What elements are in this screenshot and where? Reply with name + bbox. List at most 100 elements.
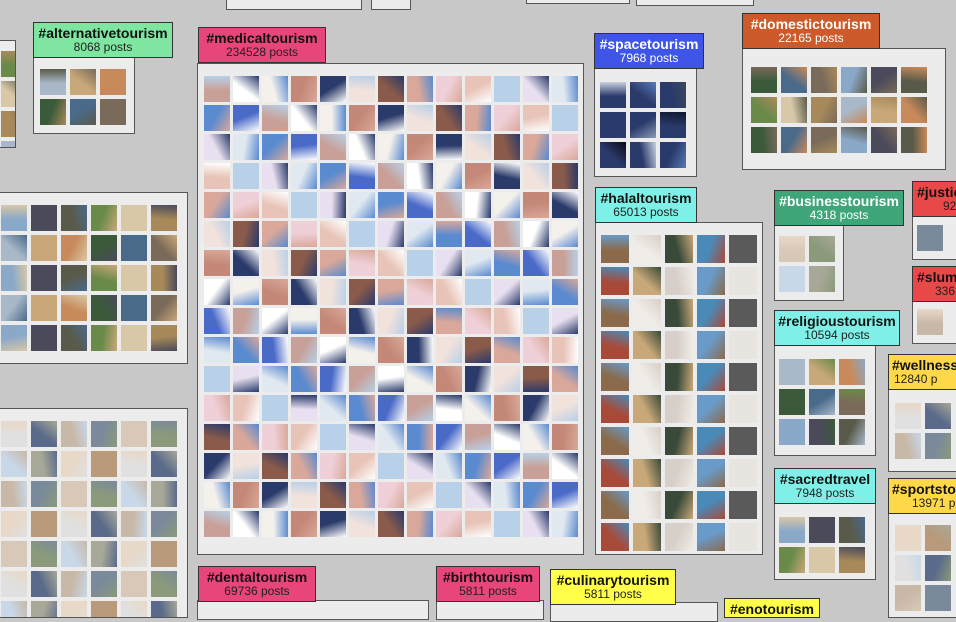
- post-thumbnail[interactable]: [729, 523, 757, 551]
- post-thumbnail[interactable]: [552, 221, 578, 247]
- post-thumbnail[interactable]: [204, 308, 230, 334]
- post-thumbnail[interactable]: [697, 491, 725, 519]
- cluster-panel-alternativetourism[interactable]: [33, 56, 135, 134]
- post-thumbnail[interactable]: [378, 250, 404, 276]
- post-thumbnail[interactable]: [779, 547, 805, 573]
- post-thumbnail[interactable]: [233, 76, 259, 102]
- post-thumbnail[interactable]: [61, 481, 87, 507]
- post-thumbnail[interactable]: [31, 265, 57, 291]
- post-thumbnail[interactable]: [697, 459, 725, 487]
- post-thumbnail[interactable]: [601, 267, 629, 295]
- post-thumbnail[interactable]: [349, 279, 375, 305]
- post-thumbnail[interactable]: [204, 163, 230, 189]
- post-thumbnail[interactable]: [61, 511, 87, 537]
- post-thumbnail[interactable]: [233, 424, 259, 450]
- post-thumbnail[interactable]: [839, 419, 865, 445]
- post-thumbnail[interactable]: [523, 192, 549, 218]
- post-thumbnail[interactable]: [697, 427, 725, 455]
- post-thumbnail[interactable]: [779, 517, 805, 543]
- post-thumbnail[interactable]: [407, 105, 433, 131]
- post-thumbnail[interactable]: [291, 482, 317, 508]
- post-thumbnail[interactable]: [901, 97, 927, 123]
- post-thumbnail[interactable]: [407, 76, 433, 102]
- post-thumbnail[interactable]: [204, 366, 230, 392]
- post-thumbnail[interactable]: [378, 134, 404, 160]
- post-thumbnail[interactable]: [233, 308, 259, 334]
- post-thumbnail[interactable]: [320, 395, 346, 421]
- post-thumbnail[interactable]: [40, 69, 66, 95]
- post-thumbnail[interactable]: [630, 142, 656, 168]
- post-thumbnail[interactable]: [601, 363, 629, 391]
- post-thumbnail[interactable]: [349, 337, 375, 363]
- post-thumbnail[interactable]: [100, 69, 126, 95]
- post-thumbnail[interactable]: [925, 525, 951, 551]
- post-thumbnail[interactable]: [121, 295, 147, 321]
- post-thumbnail[interactable]: [349, 76, 375, 102]
- post-thumbnail[interactable]: [31, 295, 57, 321]
- post-thumbnail[interactable]: [523, 453, 549, 479]
- post-thumbnail[interactable]: [1, 111, 15, 137]
- post-thumbnail[interactable]: [407, 337, 433, 363]
- post-thumbnail[interactable]: [523, 308, 549, 334]
- post-thumbnail[interactable]: [809, 389, 835, 415]
- post-thumbnail[interactable]: [262, 395, 288, 421]
- post-thumbnail[interactable]: [925, 585, 951, 611]
- post-thumbnail[interactable]: [601, 427, 629, 455]
- post-thumbnail[interactable]: [633, 235, 661, 263]
- post-thumbnail[interactable]: [262, 221, 288, 247]
- post-thumbnail[interactable]: [809, 419, 835, 445]
- post-thumbnail[interactable]: [895, 525, 921, 551]
- post-thumbnail[interactable]: [121, 481, 147, 507]
- post-thumbnail[interactable]: [779, 419, 805, 445]
- post-thumbnail[interactable]: [61, 571, 87, 597]
- post-thumbnail[interactable]: [61, 205, 87, 231]
- post-thumbnail[interactable]: [751, 67, 777, 93]
- post-thumbnail[interactable]: [665, 427, 693, 455]
- post-thumbnail[interactable]: [262, 424, 288, 450]
- post-thumbnail[interactable]: [291, 424, 317, 450]
- post-thumbnail[interactable]: [291, 279, 317, 305]
- post-thumbnail[interactable]: [436, 192, 462, 218]
- post-thumbnail[interactable]: [31, 235, 57, 261]
- post-thumbnail[interactable]: [465, 134, 491, 160]
- post-thumbnail[interactable]: [1, 141, 15, 147]
- post-thumbnail[interactable]: [839, 547, 865, 573]
- post-thumbnail[interactable]: [839, 359, 865, 385]
- post-thumbnail[interactable]: [291, 192, 317, 218]
- post-thumbnail[interactable]: [91, 451, 117, 477]
- post-thumbnail[interactable]: [233, 105, 259, 131]
- post-thumbnail[interactable]: [407, 453, 433, 479]
- post-thumbnail[interactable]: [204, 250, 230, 276]
- post-thumbnail[interactable]: [523, 76, 549, 102]
- post-thumbnail[interactable]: [436, 482, 462, 508]
- post-thumbnail[interactable]: [291, 366, 317, 392]
- post-thumbnail[interactable]: [871, 127, 897, 153]
- post-thumbnail[interactable]: [436, 453, 462, 479]
- post-thumbnail[interactable]: [61, 541, 87, 567]
- post-thumbnail[interactable]: [523, 279, 549, 305]
- post-thumbnail[interactable]: [465, 308, 491, 334]
- post-thumbnail[interactable]: [895, 555, 921, 581]
- post-thumbnail[interactable]: [378, 366, 404, 392]
- post-thumbnail[interactable]: [494, 511, 520, 537]
- post-thumbnail[interactable]: [552, 366, 578, 392]
- post-thumbnail[interactable]: [436, 105, 462, 131]
- post-thumbnail[interactable]: [204, 105, 230, 131]
- post-thumbnail[interactable]: [552, 482, 578, 508]
- post-thumbnail[interactable]: [1, 235, 27, 261]
- post-thumbnail[interactable]: [31, 481, 57, 507]
- post-thumbnail[interactable]: [151, 601, 177, 617]
- post-thumbnail[interactable]: [465, 366, 491, 392]
- post-thumbnail[interactable]: [841, 127, 867, 153]
- post-thumbnail[interactable]: [91, 481, 117, 507]
- post-thumbnail[interactable]: [630, 82, 656, 108]
- post-thumbnail[interactable]: [601, 331, 629, 359]
- post-thumbnail[interactable]: [552, 163, 578, 189]
- post-thumbnail[interactable]: [151, 571, 177, 597]
- post-thumbnail[interactable]: [1, 81, 15, 107]
- post-thumbnail[interactable]: [349, 308, 375, 334]
- post-thumbnail[interactable]: [151, 295, 177, 321]
